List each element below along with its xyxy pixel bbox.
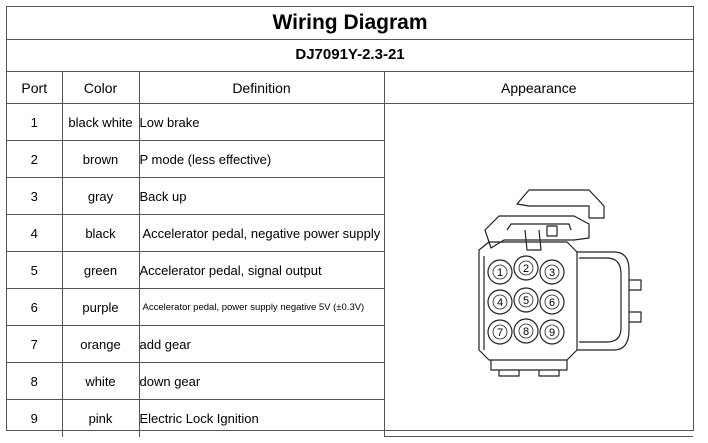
header-appearance: Appearance <box>383 71 693 104</box>
pin-label-7: 7 <box>497 327 503 339</box>
wire-color: white <box>61 362 140 400</box>
header-row: Port Color Definition Appearance <box>7 71 693 104</box>
wiring-diagram-sheet: Wiring Diagram DJ7091Y-2.3-21 Port Color… <box>6 6 694 437</box>
port-definition: Electric Lock Ignition <box>138 399 384 437</box>
wire-color: black <box>61 214 140 252</box>
pin-label-2: 2 <box>523 263 529 275</box>
pin-cavities <box>487 255 565 345</box>
port-definition: Low brake <box>138 103 385 141</box>
pin-label-8: 8 <box>523 326 529 338</box>
port-number: 7 <box>7 325 63 363</box>
wiring-table: Port Color Definition Appearance 1 black… <box>7 71 693 437</box>
table-row: 1 black white Low brake <box>7 103 693 437</box>
pin-label-1: 1 <box>497 267 503 279</box>
pin-label-9: 9 <box>549 327 555 339</box>
port-number: 5 <box>7 251 63 289</box>
pin-label-4: 4 <box>497 297 503 309</box>
wire-color: purple <box>61 288 140 326</box>
table-row: 7 orange add gear <box>7 325 693 363</box>
document-title: Wiring Diagram <box>7 7 693 40</box>
port-number: 9 <box>7 399 63 437</box>
wire-color: black white <box>61 103 140 141</box>
pin-label-6: 6 <box>549 297 555 309</box>
nine-pin-connector-drawing: 1 2 3 4 5 6 7 8 9 <box>478 189 642 377</box>
port-definition: down gear <box>138 362 384 400</box>
port-definition: Accelerator pedal, negative power supply <box>138 214 384 252</box>
header-color: Color <box>61 71 140 104</box>
table-row: 9 pink Electric Lock Ignition <box>7 399 693 437</box>
wire-color: brown <box>61 140 140 178</box>
pin-label-5: 5 <box>523 295 529 307</box>
port-number: 3 <box>7 177 63 215</box>
port-definition: P mode (less effective) <box>138 140 384 178</box>
appearance-cell: 1 2 3 4 5 6 7 8 9 <box>383 103 693 437</box>
port-number: 1 <box>7 103 63 141</box>
table-row: 6 purple Accelerator pedal, power supply… <box>7 288 693 326</box>
port-number: 2 <box>7 140 63 178</box>
table-row: 4 black Accelerator pedal, negative powe… <box>7 214 693 252</box>
header-definition: Definition <box>138 71 385 104</box>
wire-color: green <box>61 251 140 289</box>
port-definition: Accelerator pedal, power supply negative… <box>138 288 384 326</box>
table-row: 8 white down gear <box>7 362 693 400</box>
model-number: DJ7091Y-2.3-21 <box>7 39 693 72</box>
port-number: 8 <box>7 362 63 400</box>
port-definition: add gear <box>138 325 384 363</box>
table-row: 2 brown P mode (less effective) <box>7 140 693 178</box>
port-definition: Accelerator pedal, signal output <box>138 251 384 289</box>
pin-label-3: 3 <box>549 267 555 279</box>
header-port: Port <box>7 71 63 104</box>
port-definition: Back up <box>138 177 384 215</box>
port-number: 6 <box>7 288 63 326</box>
wire-color: gray <box>61 177 140 215</box>
wire-color: pink <box>61 399 140 437</box>
wire-color: orange <box>61 325 140 363</box>
table-row: 5 green Accelerator pedal, signal output <box>7 251 693 289</box>
port-number: 4 <box>7 214 63 252</box>
